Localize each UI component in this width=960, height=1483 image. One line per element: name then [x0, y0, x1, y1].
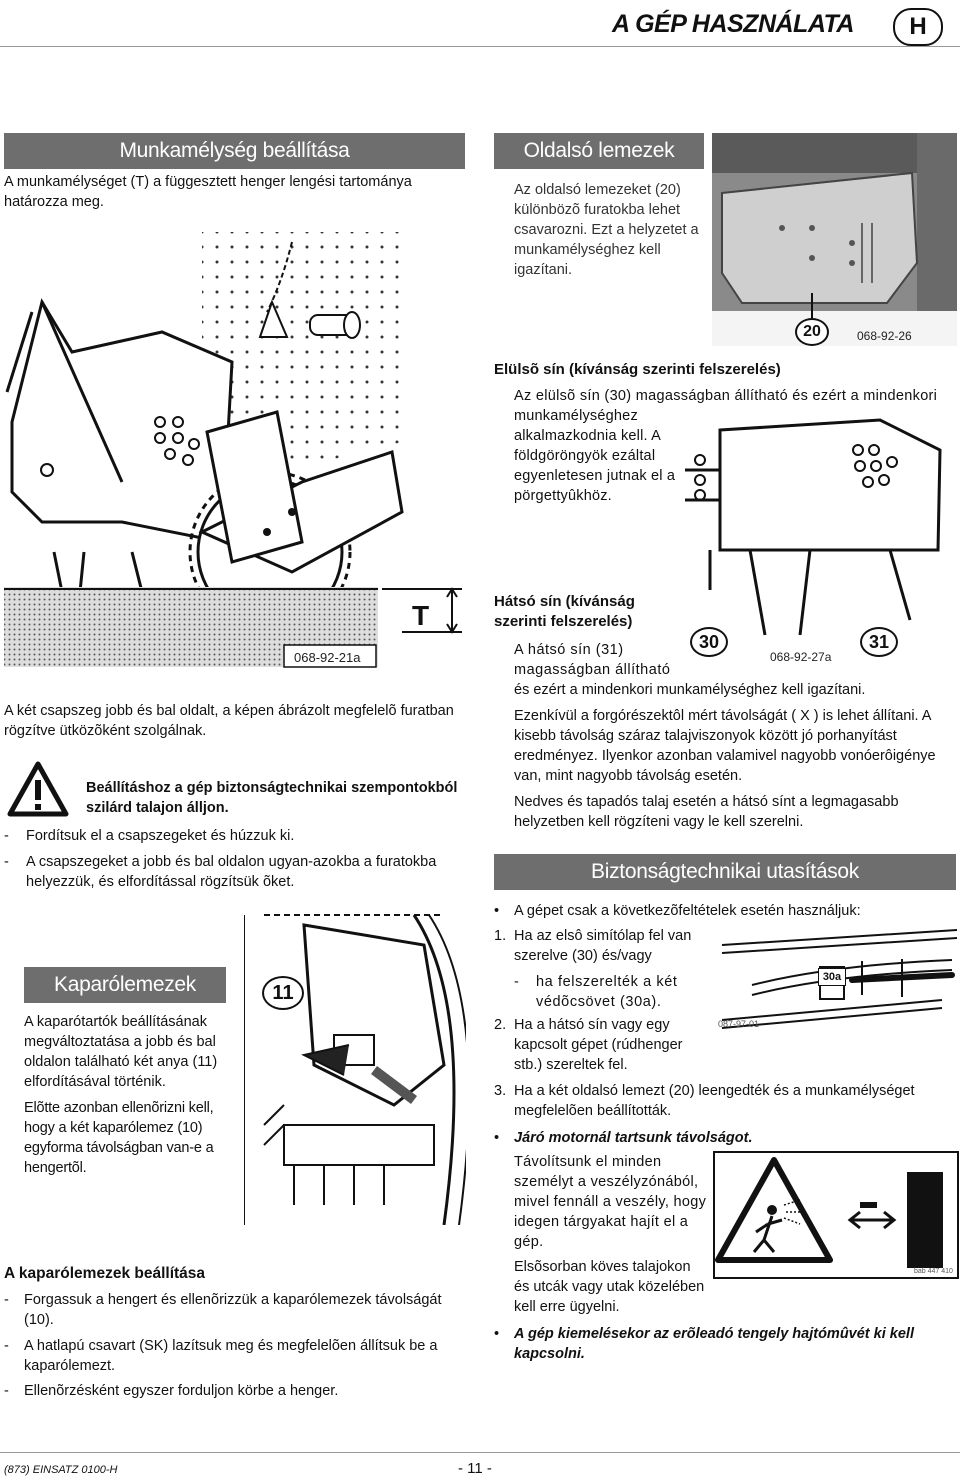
munkamelyseg-intro: A munkamélységet (T) a függesztett henge…	[4, 174, 412, 210]
kaparo-beall-heading: A kaparólemezek beállítása	[4, 1265, 206, 1282]
footer-code: (873) EINSATZ 0100-H	[4, 1464, 118, 1476]
hatso-para2: Ezenkívül a forgórészektôl mért távolság…	[514, 708, 936, 784]
figure-code-068-92-21a: 068-92-21a	[294, 650, 361, 665]
hazard-sign-icon	[713, 1151, 959, 1279]
safety-item-3-num: 3.	[494, 1083, 507, 1099]
page-number: - 11 -	[458, 1460, 492, 1477]
callout-11: 11	[262, 976, 304, 1010]
rail-diagram	[685, 418, 942, 636]
elulso-text-rest: munkamélységhez alkalmazkodnia kell. A f…	[514, 408, 676, 504]
safety-item-3-text: Ha a két oldalsó lemezt (20) leengedték …	[514, 1083, 915, 1119]
side-plate-photo	[712, 133, 957, 346]
oldalso-text: Az oldalsó lemezeket (20) különbözõ fura…	[514, 182, 699, 278]
safety-item-2-text: Ha a hátsó sín vagy egy kapcsolt gépet (…	[514, 1017, 683, 1073]
kaparo-para2: Elõtte azonban ellenõrizni kell, hogy a …	[24, 1100, 214, 1176]
safety-item-1-sub-text: ha felszerelték a két védõcsövet (30a).	[536, 974, 678, 1010]
callout-20: 20	[795, 318, 829, 346]
warning-triangle-icon	[7, 761, 69, 817]
kaparo-para1: A kaparótartók beállításának megváltozta…	[24, 1014, 218, 1090]
sign-code: bab 447 410	[914, 1268, 953, 1275]
callout-31: 31	[860, 627, 898, 657]
dimension-label-t: T	[412, 600, 430, 631]
depth-step-1-text: Fordítsuk el a csapszegeket és húzzuk ki…	[26, 828, 295, 844]
figure-code-068-92-27a: 068-92-27a	[770, 650, 832, 664]
depth-step-2-text: A csapszegeket a jobb és bal oldalon ugy…	[26, 854, 437, 890]
safety-item-2-num: 2.	[494, 1017, 507, 1033]
footer-rule	[0, 1452, 960, 1453]
elulso-text-line1: Az elülsõ sín (30) magasságban állítható…	[514, 388, 938, 404]
scraper-step-2-text: A hatlapú csavart (SK) lazítsuk meg és m…	[24, 1338, 438, 1374]
scraper-step-1-text: Forgassuk a hengert és ellenõrizzük a ka…	[24, 1292, 442, 1328]
safety-distance-text: Távolítsunk el minden személyt a veszély…	[514, 1154, 707, 1250]
elulso-heading: Elülsõ sín (kívánság szerinti felszerelé…	[494, 361, 781, 378]
safety-item-1-text: Ha az elsô simítólap fel van szerelve (3…	[514, 928, 692, 964]
figure-code-087-97-01: 087-97-01	[718, 1019, 760, 1029]
language-badge: H	[893, 8, 943, 46]
kaparo-heading: Kaparólemezek	[24, 967, 226, 1003]
header-title: A GÉP HASZNÁLATA	[612, 10, 855, 38]
warning-text: Beállításhoz a gép biztonságtechnikai sz…	[86, 780, 458, 816]
munkamelyseg-heading: Munkamélység beállítása	[4, 133, 465, 169]
biztonsag-heading: Biztonságtechnikai utasítások	[494, 854, 956, 890]
hatso-heading: Hátsó sín (kívánság szerinti felszerelés…	[494, 593, 635, 630]
hatso-para3: Nedves és tapadós talaj esetén a hátsó s…	[514, 794, 899, 830]
header-rule	[0, 46, 960, 47]
safety-bullet-1-text: A gépet csak a következõfeltételek eseté…	[514, 903, 861, 919]
oldalso-heading: Oldalsó lemezek	[494, 133, 704, 169]
safety-stone-text: Elsõsorban köves talajokon és utcák vagy…	[514, 1259, 705, 1315]
page-header: A GÉP HASZNÁLATA H	[0, 0, 960, 60]
figure-code-068-92-26: 068-92-26	[857, 329, 912, 343]
scraper-step-3-text: Ellenõrzésként egyszer forduljon körbe a…	[24, 1383, 339, 1399]
scraper-diagram	[244, 914, 466, 1225]
hatso-text-part1: A hátsó sín (31) magasságban állítható	[514, 642, 671, 678]
hatso-text-part2: és ezért a mindenkori munkamélységhez ke…	[514, 682, 866, 698]
callout-30: 30	[690, 627, 728, 657]
callout-30a: 30a	[818, 968, 846, 986]
depth-adjustment-diagram	[4, 232, 462, 668]
safety-item-1-num: 1.	[494, 928, 507, 944]
safety-bullet-2-text: Járó motornál tartsunk távolságot.	[514, 1130, 753, 1146]
pin-caption: A két csapszeg jobb és bal oldalt, a kép…	[4, 703, 454, 739]
safety-bullet-3-text: A gép kiemelésekor az erõleadó tengely h…	[514, 1326, 914, 1362]
